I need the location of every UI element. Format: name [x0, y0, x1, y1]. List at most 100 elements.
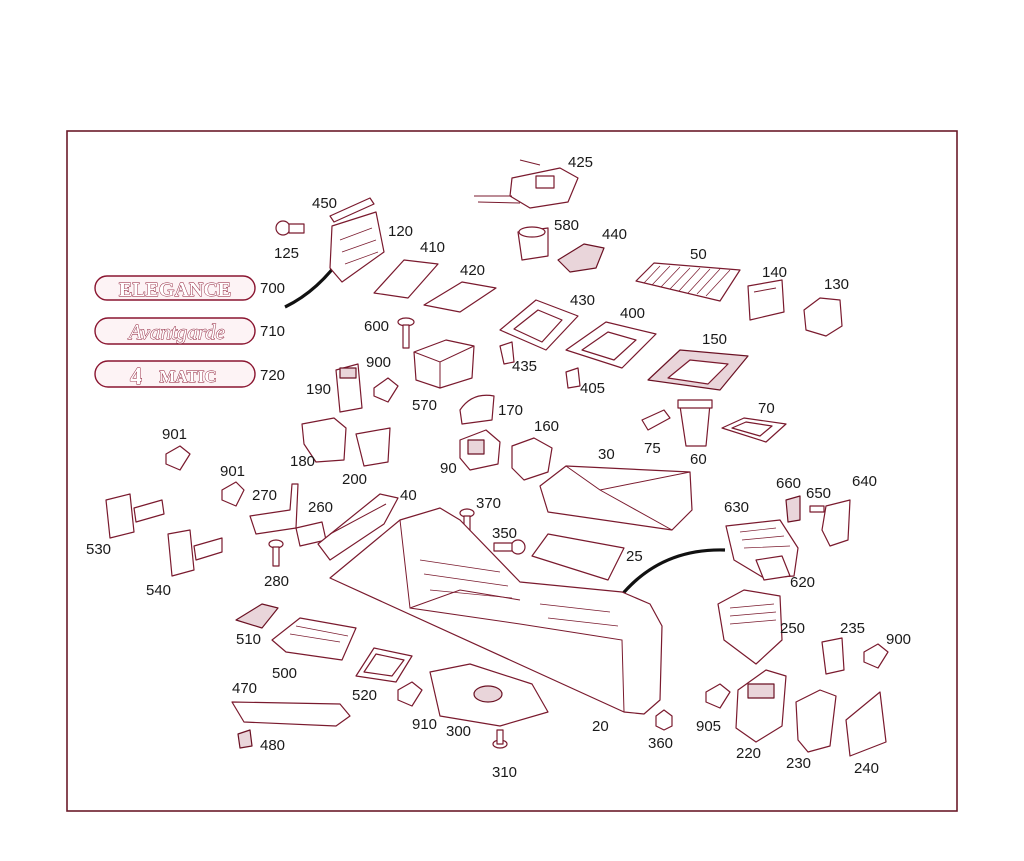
label-530: 530 — [86, 541, 111, 558]
part-220-cover — [735, 669, 787, 743]
label-510: 510 — [236, 631, 261, 648]
part-270-bracket — [249, 483, 299, 535]
part-170-lid — [459, 394, 495, 425]
label-60: 60 — [690, 451, 707, 468]
part-435-clip — [499, 341, 515, 365]
part-901-tag-a — [165, 445, 191, 471]
label-405: 405 — [580, 380, 605, 397]
label-360: 360 — [648, 735, 673, 752]
part-580-holder — [517, 226, 549, 261]
label-470: 470 — [232, 680, 257, 697]
part-530-lighter — [105, 493, 165, 539]
part-50-blind — [635, 262, 741, 302]
badge-avantgarde-text: Avantgarde — [127, 320, 225, 344]
label-150: 150 — [702, 331, 727, 348]
part-310-screw — [492, 729, 508, 749]
label-300: 300 — [446, 723, 471, 740]
label-901-b: 901 — [220, 463, 245, 480]
label-120: 120 — [388, 223, 413, 240]
label-125: 125 — [274, 245, 299, 262]
part-480-clip — [237, 729, 253, 749]
part-120-cover — [329, 211, 385, 283]
part-125-screw — [275, 220, 305, 236]
label-425: 425 — [568, 154, 593, 171]
label-220: 220 — [736, 745, 761, 762]
part-660-switch — [785, 495, 801, 523]
label-450: 450 — [312, 195, 337, 212]
label-270: 270 — [252, 487, 277, 504]
part-620-trim — [755, 555, 791, 581]
label-900-upper: 900 — [366, 354, 391, 371]
label-660: 660 — [776, 475, 801, 492]
label-650: 650 — [806, 485, 831, 502]
part-235-socket — [821, 637, 845, 675]
label-350: 350 — [492, 525, 517, 542]
label-905: 905 — [696, 718, 721, 735]
badge-4matic-digit: 4 — [130, 364, 142, 390]
label-260: 260 — [308, 499, 333, 516]
part-280-screw — [268, 539, 284, 567]
label-430: 430 — [570, 292, 595, 309]
label-250: 250 — [780, 620, 805, 637]
label-710: 710 — [260, 323, 285, 340]
label-435: 435 — [512, 358, 537, 375]
part-900-tag-upper — [373, 377, 399, 403]
part-160-holder — [511, 437, 553, 481]
part-901-tag-b — [221, 481, 245, 507]
part-350-bolt — [493, 539, 526, 555]
label-50: 50 — [690, 246, 707, 263]
part-570-bin — [413, 339, 475, 389]
part-75-clip — [641, 409, 671, 431]
badge-4matic: 4 MATIC — [94, 360, 256, 390]
callout-labels: 425 450 120 125 580 440 410 420 50 140 1… — [86, 154, 911, 781]
part-360-nut — [655, 709, 673, 731]
part-440-bezel — [557, 243, 605, 273]
part-650-pin — [809, 505, 825, 513]
label-200: 200 — [342, 471, 367, 488]
label-900-lower: 900 — [886, 631, 911, 648]
part-200-cup — [355, 427, 391, 467]
part-420-pad — [423, 281, 497, 313]
label-180: 180 — [290, 453, 315, 470]
label-160: 160 — [534, 418, 559, 435]
label-25: 25 — [626, 548, 643, 565]
label-240: 240 — [854, 760, 879, 777]
part-450-strip — [329, 197, 375, 223]
label-170: 170 — [498, 402, 523, 419]
label-90: 90 — [440, 460, 457, 477]
part-900-tag-lower — [863, 643, 889, 669]
label-280: 280 — [264, 573, 289, 590]
part-40-rail — [317, 493, 399, 561]
part-250-vent — [717, 589, 783, 665]
diagram-frame — [66, 130, 958, 812]
part-140-box — [747, 279, 785, 321]
label-230: 230 — [786, 755, 811, 772]
label-640: 640 — [852, 473, 877, 490]
label-130: 130 — [824, 276, 849, 293]
label-570: 570 — [412, 397, 437, 414]
part-640-cover — [821, 499, 851, 547]
label-500: 500 — [272, 665, 297, 682]
label-70: 70 — [758, 400, 775, 417]
part-60-container — [677, 399, 713, 447]
label-30: 30 — [598, 446, 615, 463]
part-510-switch — [235, 603, 279, 629]
part-300-selector — [429, 663, 549, 727]
label-620: 620 — [790, 574, 815, 591]
part-600-screw — [397, 317, 415, 349]
part-190-socket — [335, 363, 363, 413]
label-540: 540 — [146, 582, 171, 599]
label-901-a: 901 — [162, 426, 187, 443]
part-540-lighter — [167, 529, 223, 577]
part-425-tray — [474, 159, 579, 209]
part-500-panel — [271, 617, 357, 661]
label-440: 440 — [602, 226, 627, 243]
badge-avantgarde: Avantgarde — [94, 317, 256, 345]
label-720: 720 — [260, 367, 285, 384]
part-30-armrest — [539, 465, 693, 531]
part-130-mount — [803, 297, 843, 337]
label-190: 190 — [306, 381, 331, 398]
label-630: 630 — [724, 499, 749, 516]
label-580: 580 — [554, 217, 579, 234]
